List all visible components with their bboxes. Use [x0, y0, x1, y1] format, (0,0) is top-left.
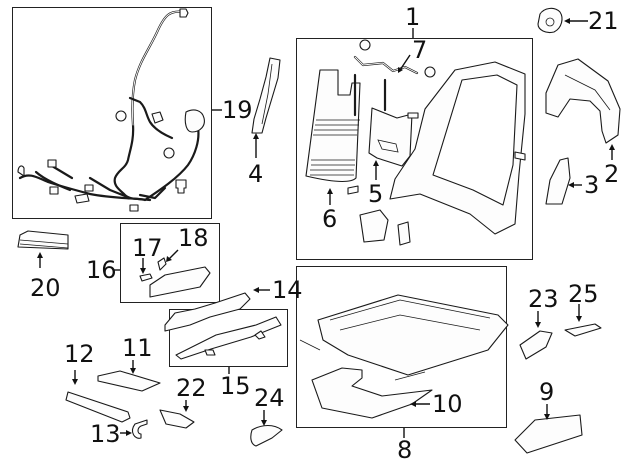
- callout-23[interactable]: 23: [528, 285, 559, 313]
- part-5-lumbar-module[interactable]: [368, 107, 413, 167]
- callout-8[interactable]: 8: [397, 436, 413, 464]
- part-25-track-end-cover[interactable]: [564, 323, 602, 337]
- part-24-foot-cover[interactable]: [250, 424, 283, 447]
- callout-4[interactable]: 4: [248, 160, 264, 188]
- part-7-support-wire[interactable]: [353, 55, 419, 117]
- part-22-bracket[interactable]: [159, 409, 195, 429]
- part-18-knob[interactable]: [157, 257, 167, 271]
- part-2-side-shield[interactable]: [545, 58, 621, 144]
- part-17-knob[interactable]: [139, 273, 153, 282]
- part-3-side-bracket[interactable]: [545, 157, 571, 205]
- callout-9[interactable]: 9: [539, 378, 555, 406]
- leader-lines: [37, 18, 615, 438]
- part-10-cushion-pan[interactable]: [311, 367, 433, 419]
- callout-17[interactable]: 17: [132, 234, 163, 262]
- callout-10[interactable]: 10: [432, 390, 463, 418]
- part-11-bracket-plate[interactable]: [97, 370, 161, 392]
- part-4-side-trim[interactable]: [251, 57, 281, 134]
- callout-20[interactable]: 20: [30, 274, 61, 302]
- callout-11[interactable]: 11: [122, 334, 153, 362]
- part-15-side-trim[interactable]: [175, 316, 282, 360]
- callout-7[interactable]: 7: [412, 36, 428, 64]
- part-1-back-frame[interactable]: [347, 39, 526, 246]
- callout-3[interactable]: 3: [584, 171, 600, 199]
- callout-1[interactable]: 1: [405, 3, 421, 31]
- callout-22[interactable]: 22: [176, 374, 207, 402]
- callout-15[interactable]: 15: [220, 372, 251, 400]
- callout-2[interactable]: 2: [604, 160, 620, 188]
- callout-24[interactable]: 24: [254, 384, 285, 412]
- callout-25[interactable]: 25: [568, 280, 599, 308]
- part-12-track-cover[interactable]: [65, 391, 131, 423]
- part-8-cushion-frame[interactable]: [299, 294, 509, 381]
- callout-5[interactable]: 5: [368, 180, 384, 208]
- part-13-clip[interactable]: [132, 419, 148, 439]
- part-20-control-module[interactable]: [17, 230, 69, 250]
- callout-18[interactable]: 18: [178, 224, 209, 252]
- callout-16[interactable]: 16: [86, 256, 117, 284]
- callout-14[interactable]: 14: [272, 276, 303, 304]
- callout-12[interactable]: 12: [64, 340, 95, 368]
- callout-13[interactable]: 13: [90, 420, 121, 448]
- part-9-rear-cover[interactable]: [514, 414, 583, 454]
- callout-21[interactable]: 21: [588, 7, 619, 35]
- part-21-motor[interactable]: [537, 7, 563, 34]
- callout-19[interactable]: 19: [222, 96, 253, 124]
- part-14-outer-shield[interactable]: [164, 292, 251, 332]
- callout-6[interactable]: 6: [322, 205, 338, 233]
- part-23-track-end-cover[interactable]: [519, 330, 553, 360]
- part-19-wire-harness[interactable]: [17, 8, 205, 212]
- part-6-back-panel[interactable]: [305, 69, 361, 183]
- part-16-switch-bezel[interactable]: [149, 266, 211, 298]
